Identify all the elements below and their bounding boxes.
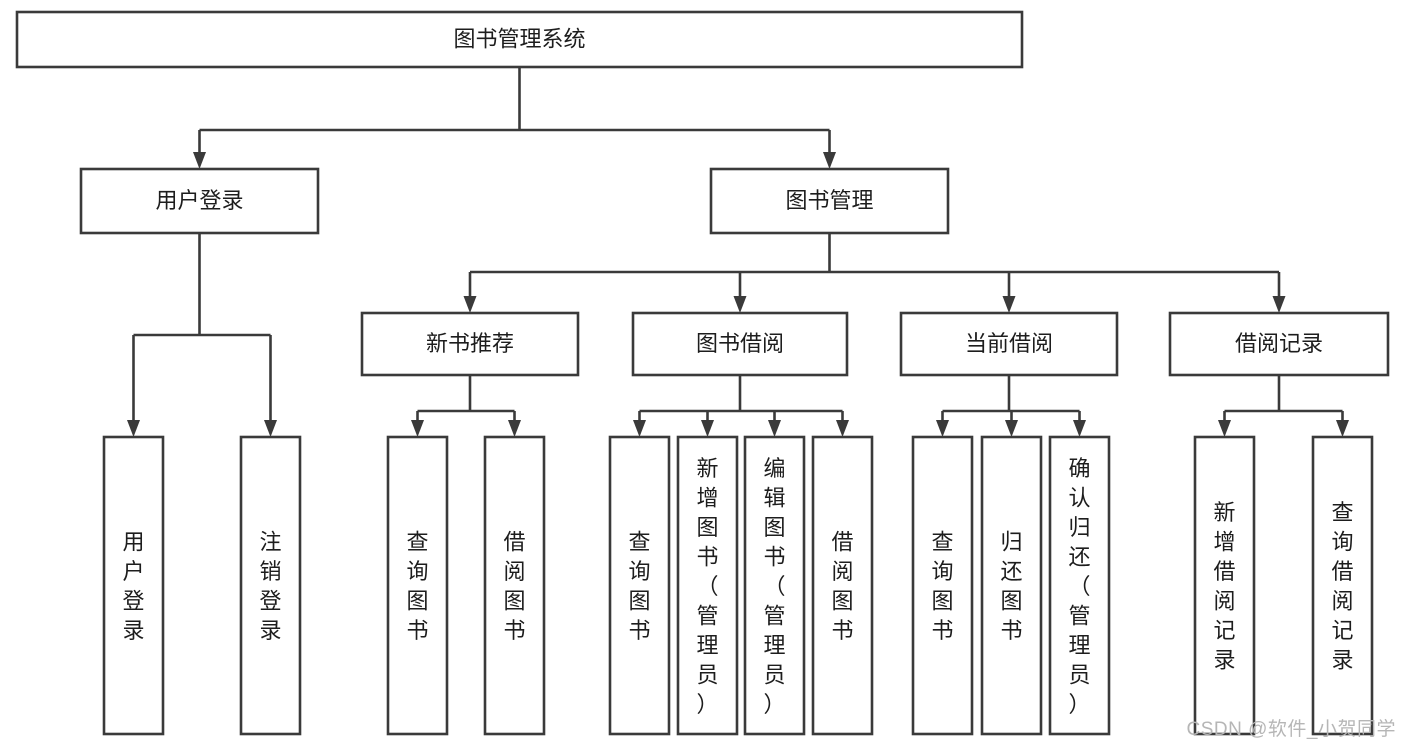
node-box-leaf-add-record[interactable] (1193, 435, 1256, 736)
node-label-leaf-borrow-book-2: 借阅图书 (831, 530, 853, 644)
node-label-root: 图书管理系统 (453, 26, 585, 51)
node-leaf-query-book-1[interactable]: 查询图书 (386, 435, 449, 736)
node-root[interactable]: 图书管理系统 (15, 10, 1024, 69)
node-layer: 图书管理系统用户登录图书管理新书推荐图书借阅当前借阅借阅记录用户登录注销登录查询… (15, 10, 1390, 736)
node-book-borrow[interactable]: 图书借阅 (631, 311, 849, 377)
arrow-head-icon (1272, 296, 1286, 313)
node-leaf-borrow-book-1[interactable]: 借阅图书 (483, 435, 546, 736)
node-borrow-record[interactable]: 借阅记录 (1168, 311, 1390, 377)
node-leaf-add-book[interactable]: 新增图书（管理员） (676, 435, 739, 736)
node-leaf-confirm-return[interactable]: 确认归还（管理员） (1048, 435, 1111, 736)
node-box-leaf-query-record[interactable] (1311, 435, 1374, 736)
node-box-current-borrow[interactable] (899, 311, 1119, 377)
arrow-head-icon (836, 420, 849, 437)
arrow-head-icon (936, 420, 949, 437)
node-label-leaf-query-book-2: 查询图书 (628, 530, 650, 644)
node-label-new-book-recommend: 新书推荐 (426, 331, 514, 356)
watermark-text: CSDN @软件_小贺同学 (1186, 719, 1396, 740)
node-box-leaf-borrow-book-2[interactable] (811, 435, 874, 736)
arrow-head-icon (701, 420, 714, 437)
node-box-book-management[interactable] (709, 167, 950, 235)
node-label-leaf-query-book-1: 查询图书 (406, 530, 428, 644)
arrow-head-icon (733, 296, 747, 313)
node-label-leaf-add-record: 新增借阅记录 (1213, 500, 1235, 673)
arrow-head-icon (193, 152, 206, 169)
node-label-leaf-logout: 注销登录 (259, 530, 281, 644)
node-label-book-borrow: 图书借阅 (696, 331, 784, 356)
arrow-head-icon (1005, 420, 1018, 437)
node-leaf-add-record[interactable]: 新增借阅记录 (1193, 435, 1256, 736)
node-box-leaf-logout[interactable] (239, 435, 302, 736)
arrow-head-icon (823, 152, 836, 169)
node-label-leaf-query-record: 查询借阅记录 (1331, 500, 1353, 673)
node-label-current-borrow: 当前借阅 (965, 331, 1053, 356)
node-leaf-query-book-2[interactable]: 查询图书 (608, 435, 671, 736)
arrow-head-icon (1336, 420, 1349, 437)
node-box-leaf-add-book[interactable] (676, 435, 739, 736)
node-leaf-logout[interactable]: 注销登录 (239, 435, 302, 736)
connector-layer (127, 67, 1349, 437)
node-box-leaf-return-book[interactable] (980, 435, 1043, 736)
node-box-leaf-confirm-return[interactable] (1048, 435, 1111, 736)
node-leaf-user-login[interactable]: 用户登录 (102, 435, 165, 736)
node-user-login[interactable]: 用户登录 (79, 167, 320, 235)
node-leaf-query-record[interactable]: 查询借阅记录 (1311, 435, 1374, 736)
node-label-user-login: 用户登录 (155, 188, 243, 213)
arrow-head-icon (1218, 420, 1231, 437)
node-box-leaf-edit-book[interactable] (743, 435, 806, 736)
node-label-borrow-record: 借阅记录 (1235, 331, 1323, 356)
node-label-leaf-edit-book: 编辑图书（管理员） (763, 456, 785, 717)
arrow-head-icon (411, 420, 424, 437)
arrow-head-icon (264, 420, 277, 437)
node-label-leaf-confirm-return: 确认归还（管理员） (1068, 456, 1090, 717)
node-box-leaf-query-book-2[interactable] (608, 435, 671, 736)
node-box-book-borrow[interactable] (631, 311, 849, 377)
node-label-leaf-query-book-3: 查询图书 (931, 530, 953, 644)
arrow-head-icon (633, 420, 646, 437)
arrow-head-icon (127, 420, 140, 437)
node-box-leaf-query-book-1[interactable] (386, 435, 449, 736)
arrow-head-icon (1073, 420, 1086, 437)
arrow-head-icon (768, 420, 781, 437)
node-current-borrow[interactable]: 当前借阅 (899, 311, 1119, 377)
arrow-head-icon (508, 420, 521, 437)
node-box-leaf-borrow-book-1[interactable] (483, 435, 546, 736)
node-box-leaf-user-login[interactable] (102, 435, 165, 736)
node-label-leaf-add-book: 新增图书（管理员） (696, 456, 718, 717)
node-box-leaf-query-book-3[interactable] (911, 435, 974, 736)
node-leaf-query-book-3[interactable]: 查询图书 (911, 435, 974, 736)
node-box-borrow-record[interactable] (1168, 311, 1390, 377)
arrow-head-icon (463, 296, 477, 313)
node-leaf-edit-book[interactable]: 编辑图书（管理员） (743, 435, 806, 736)
node-label-leaf-return-book: 归还图书 (1000, 530, 1022, 644)
node-box-user-login[interactable] (79, 167, 320, 235)
node-box-root[interactable] (15, 10, 1024, 69)
node-new-book-recommend[interactable]: 新书推荐 (360, 311, 580, 377)
node-book-management[interactable]: 图书管理 (709, 167, 950, 235)
node-label-book-management: 图书管理 (785, 188, 873, 213)
arrow-head-icon (1002, 296, 1016, 313)
node-leaf-borrow-book-2[interactable]: 借阅图书 (811, 435, 874, 736)
node-box-new-book-recommend[interactable] (360, 311, 580, 377)
node-leaf-return-book[interactable]: 归还图书 (980, 435, 1043, 736)
node-label-leaf-user-login: 用户登录 (122, 530, 144, 644)
node-label-leaf-borrow-book-1: 借阅图书 (503, 530, 525, 644)
